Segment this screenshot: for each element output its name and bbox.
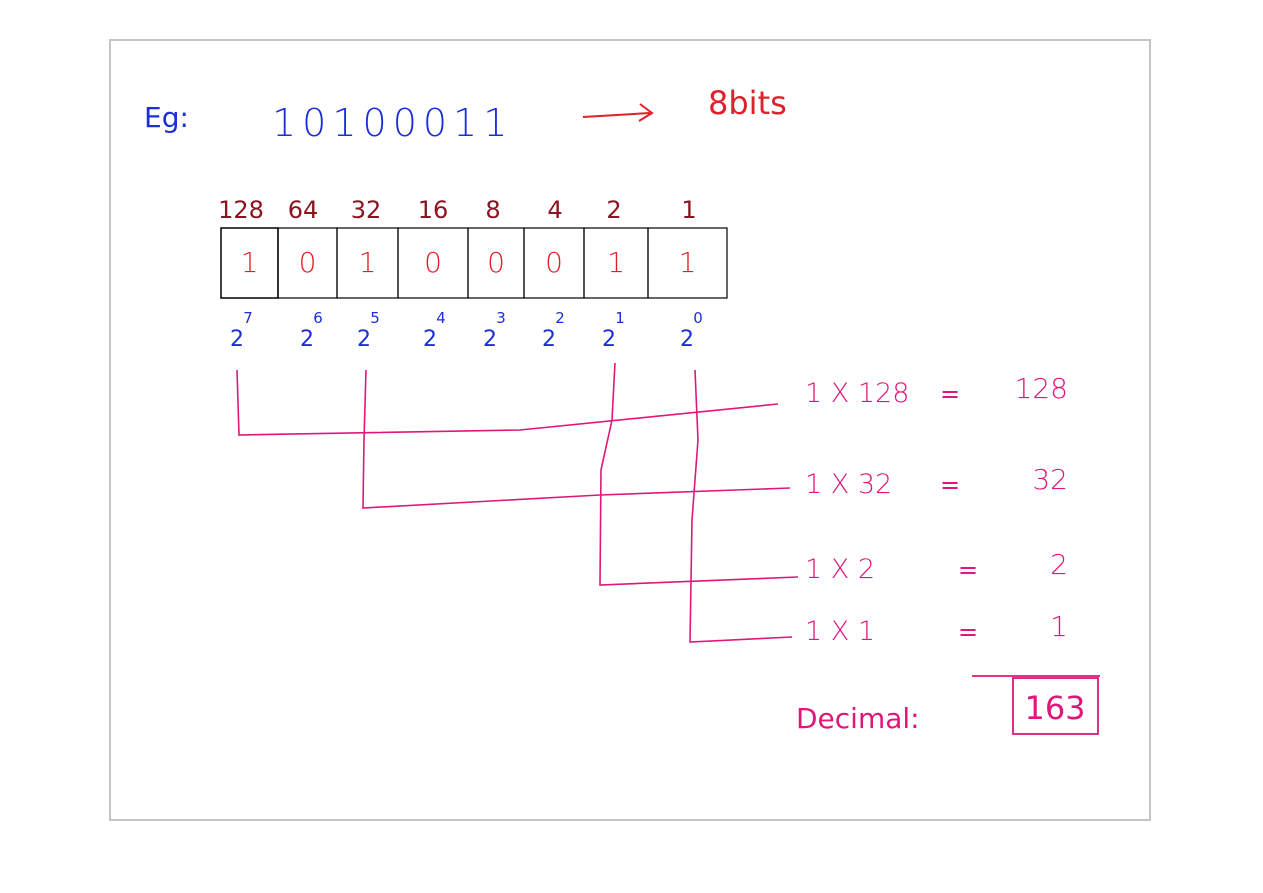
whiteboard	[109, 39, 1151, 821]
term-equals: =	[940, 380, 960, 408]
power-base: 2	[357, 327, 371, 352]
connector-bit5	[362, 369, 791, 509]
connector-lines	[236, 362, 799, 643]
right-arrow-icon	[582, 103, 654, 122]
power-exponent: 6	[313, 309, 323, 327]
example-label: Eg:	[144, 101, 189, 134]
term-equals: =	[958, 556, 978, 584]
connector-bit0	[689, 369, 793, 643]
term-expression: 1 X 128	[805, 378, 909, 409]
term-expression: 1 X 2	[805, 554, 875, 585]
bit-value: 1	[607, 246, 625, 279]
term-expression: 1 X 32	[805, 469, 892, 500]
weight-label: 64	[288, 196, 319, 224]
power-exponent: 3	[496, 309, 506, 327]
term-result: 2	[1050, 548, 1068, 581]
bit-value: 0	[299, 246, 317, 279]
weight-label: 1	[681, 196, 696, 224]
power-base: 2	[423, 327, 437, 352]
bit-value: 0	[545, 246, 563, 279]
decimal-value: 163	[1024, 689, 1085, 727]
place-value-weights: 128 64 32 16 8 4 2 1	[218, 196, 697, 224]
power-base: 2	[230, 327, 244, 352]
power-exponent: 1	[615, 309, 625, 327]
term-result: 32	[1032, 463, 1068, 496]
connector-bit1	[599, 362, 799, 586]
bit-value: 1	[679, 246, 697, 279]
power-exponent: 7	[243, 309, 253, 327]
weight-label: 2	[606, 196, 621, 224]
bits-label: 8bits	[708, 84, 787, 122]
power-base: 2	[680, 327, 694, 352]
bit-value: 1	[241, 246, 259, 279]
decimal-label: Decimal:	[796, 702, 920, 735]
result-box	[1012, 677, 1099, 735]
power-exponent: 4	[436, 309, 446, 327]
term-list: 1 X 128 = 128 1 X 32 = 32 1 X 2 = 2 1 X 1 = 1	[805, 372, 1068, 647]
power-exponent: 2	[555, 309, 565, 327]
power-base: 2	[483, 327, 497, 352]
term-expression: 1 X 1	[805, 616, 875, 647]
connector-bit7	[236, 369, 779, 436]
weight-label: 8	[485, 196, 500, 224]
power-exponent: 0	[693, 309, 703, 327]
weight-label: 32	[351, 196, 382, 224]
binary-number: 10100011	[272, 101, 513, 145]
power-base: 2	[300, 327, 314, 352]
bit-table: 1 0 1 0 0 0 1 1	[220, 227, 728, 299]
term-result: 128	[1015, 372, 1068, 405]
term-equals: =	[940, 471, 960, 499]
term-equals: =	[958, 618, 978, 646]
bit-value: 0	[424, 246, 442, 279]
power-base: 2	[542, 327, 556, 352]
bit-value: 1	[359, 246, 377, 279]
bit-cell	[647, 227, 728, 299]
weight-label: 128	[218, 196, 264, 224]
power-exponent: 5	[370, 309, 380, 327]
weight-label: 16	[418, 196, 449, 224]
term-result: 1	[1050, 610, 1068, 643]
bit-value: 0	[487, 246, 505, 279]
power-base: 2	[602, 327, 616, 352]
weight-label: 4	[547, 196, 562, 224]
